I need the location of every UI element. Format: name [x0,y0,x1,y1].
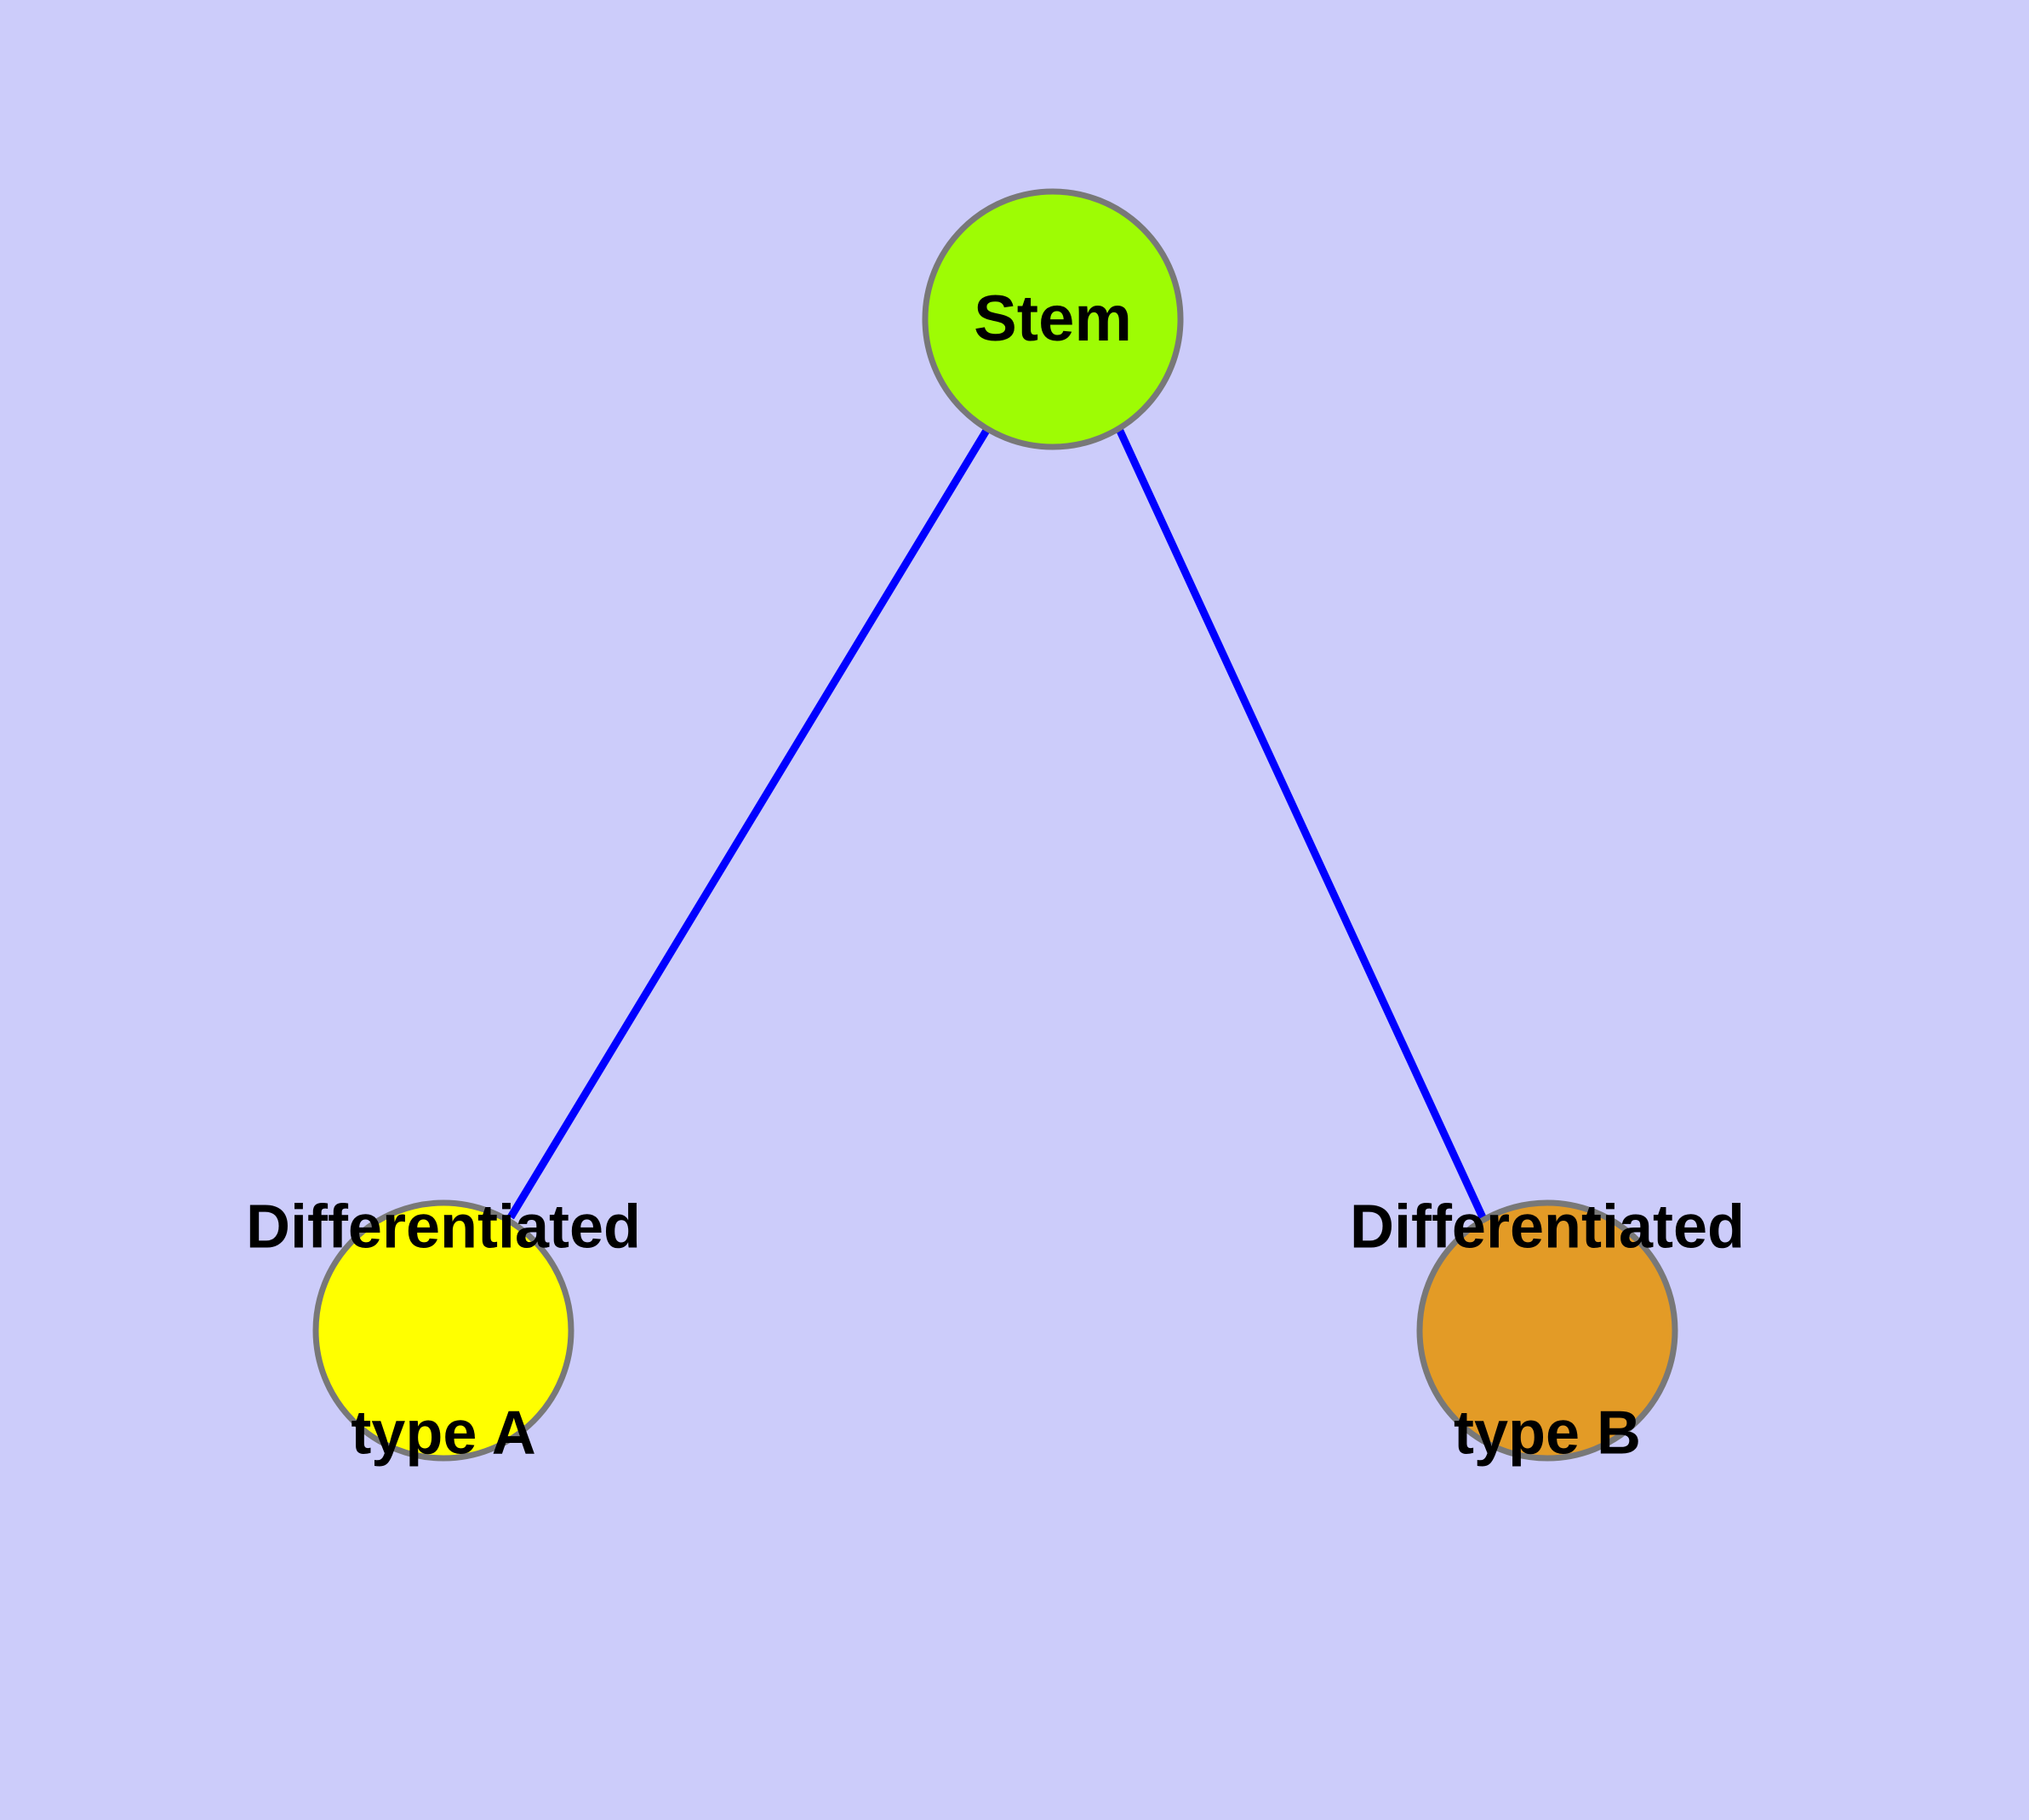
edge-stem-to-differentiated-type-a [507,426,991,1220]
edge-layer [507,426,1487,1220]
node-differentiated-type-b[interactable] [1416,1199,1678,1462]
node-differentiated-type-a[interactable] [312,1199,574,1462]
edge-stem-to-differentiated-type-b [1115,427,1487,1219]
node-layer [312,188,1678,1462]
node-stem[interactable] [922,188,1184,450]
